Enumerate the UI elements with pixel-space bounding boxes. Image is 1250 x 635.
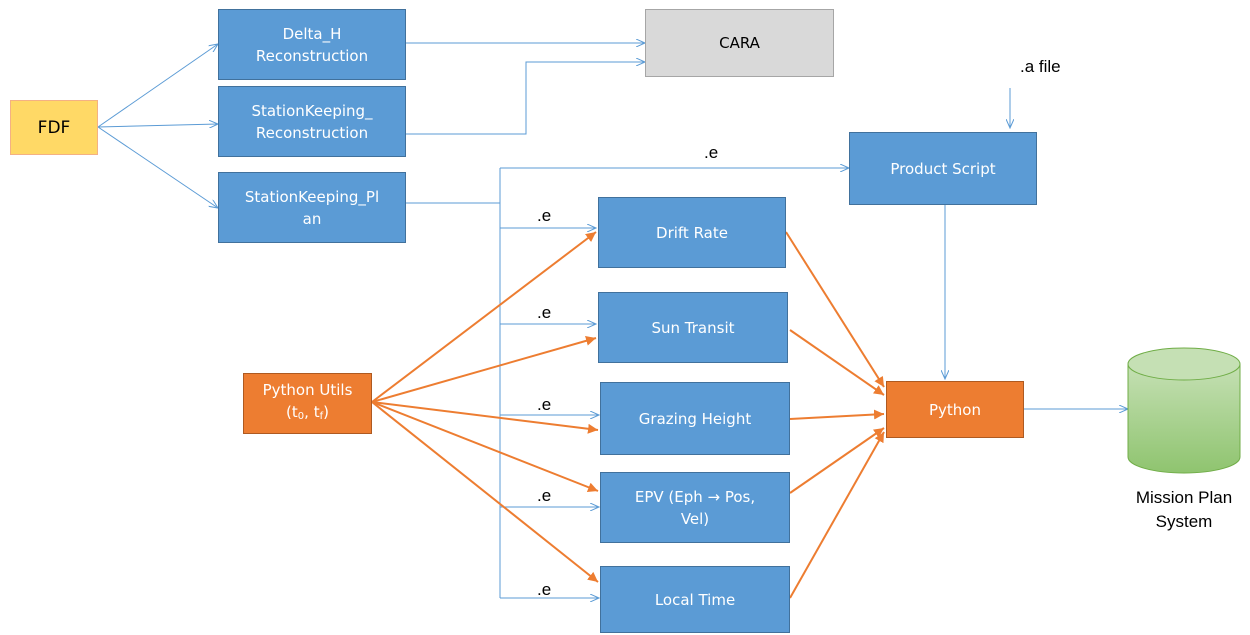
param-t0-sub: 0 [297, 411, 305, 422]
python-utils-title: Python Utils [262, 381, 353, 399]
node-stationkeeping-plan: StationKeeping_Pl an [218, 172, 406, 243]
connector-sun-python [789, 329, 885, 396]
connector-utils-sun [371, 335, 597, 403]
node-stationkeeping-reconstruction: StationKeeping_ Reconstruction [218, 86, 406, 157]
node-delta-h-reconstruction: Delta_H Reconstruction [218, 9, 406, 80]
param-tf-sub: f [319, 411, 324, 422]
node-cara: CARA [645, 9, 834, 77]
node-grazing-height: Grazing Height [600, 382, 790, 455]
connector-utils-local [371, 401, 599, 583]
node-python: Python [886, 381, 1024, 438]
node-epv: EPV (Eph → Pos, Vel) [600, 472, 790, 543]
connector-fdf-sk-recon [97, 124, 218, 127]
node-fdf: FDF [10, 100, 98, 155]
python-utils-params: (t0, tf) [286, 403, 329, 422]
connector-epv-python [789, 427, 885, 494]
connector-utils-grazing [371, 401, 599, 434]
label-e-drift: .e [537, 206, 552, 225]
connector-local-python [789, 431, 885, 599]
label-e-grazing: .e [537, 395, 552, 414]
node-local-time: Local Time [600, 566, 790, 633]
label-e-sun: .e [537, 303, 552, 322]
node-product-script: Product Script [849, 132, 1037, 205]
connector-sk-recon-cara [406, 62, 645, 135]
connector-fdf-delta-h [97, 44, 218, 128]
param-t0: t [291, 403, 298, 421]
node-drift-rate: Drift Rate [598, 197, 786, 268]
database-cylinder-icon [1127, 347, 1241, 474]
mission-plan-system-label: Mission Plan System [1135, 488, 1233, 531]
connector-utils-epv [371, 401, 599, 492]
connector-fdf-sk-plan [97, 126, 218, 208]
node-python-utils: Python Utils (t0, tf) [243, 373, 372, 434]
connector-grazing-python [789, 409, 885, 420]
label-a-file: .a file [1020, 57, 1061, 76]
label-e-local: .e [537, 580, 552, 599]
label-e-product: .e [704, 143, 719, 162]
node-sun-transit: Sun Transit [598, 292, 788, 363]
param-tf: t [313, 403, 320, 421]
connector-drift-python [785, 231, 885, 388]
connector-utils-drift [371, 231, 597, 403]
label-e-epv: .e [537, 486, 552, 505]
